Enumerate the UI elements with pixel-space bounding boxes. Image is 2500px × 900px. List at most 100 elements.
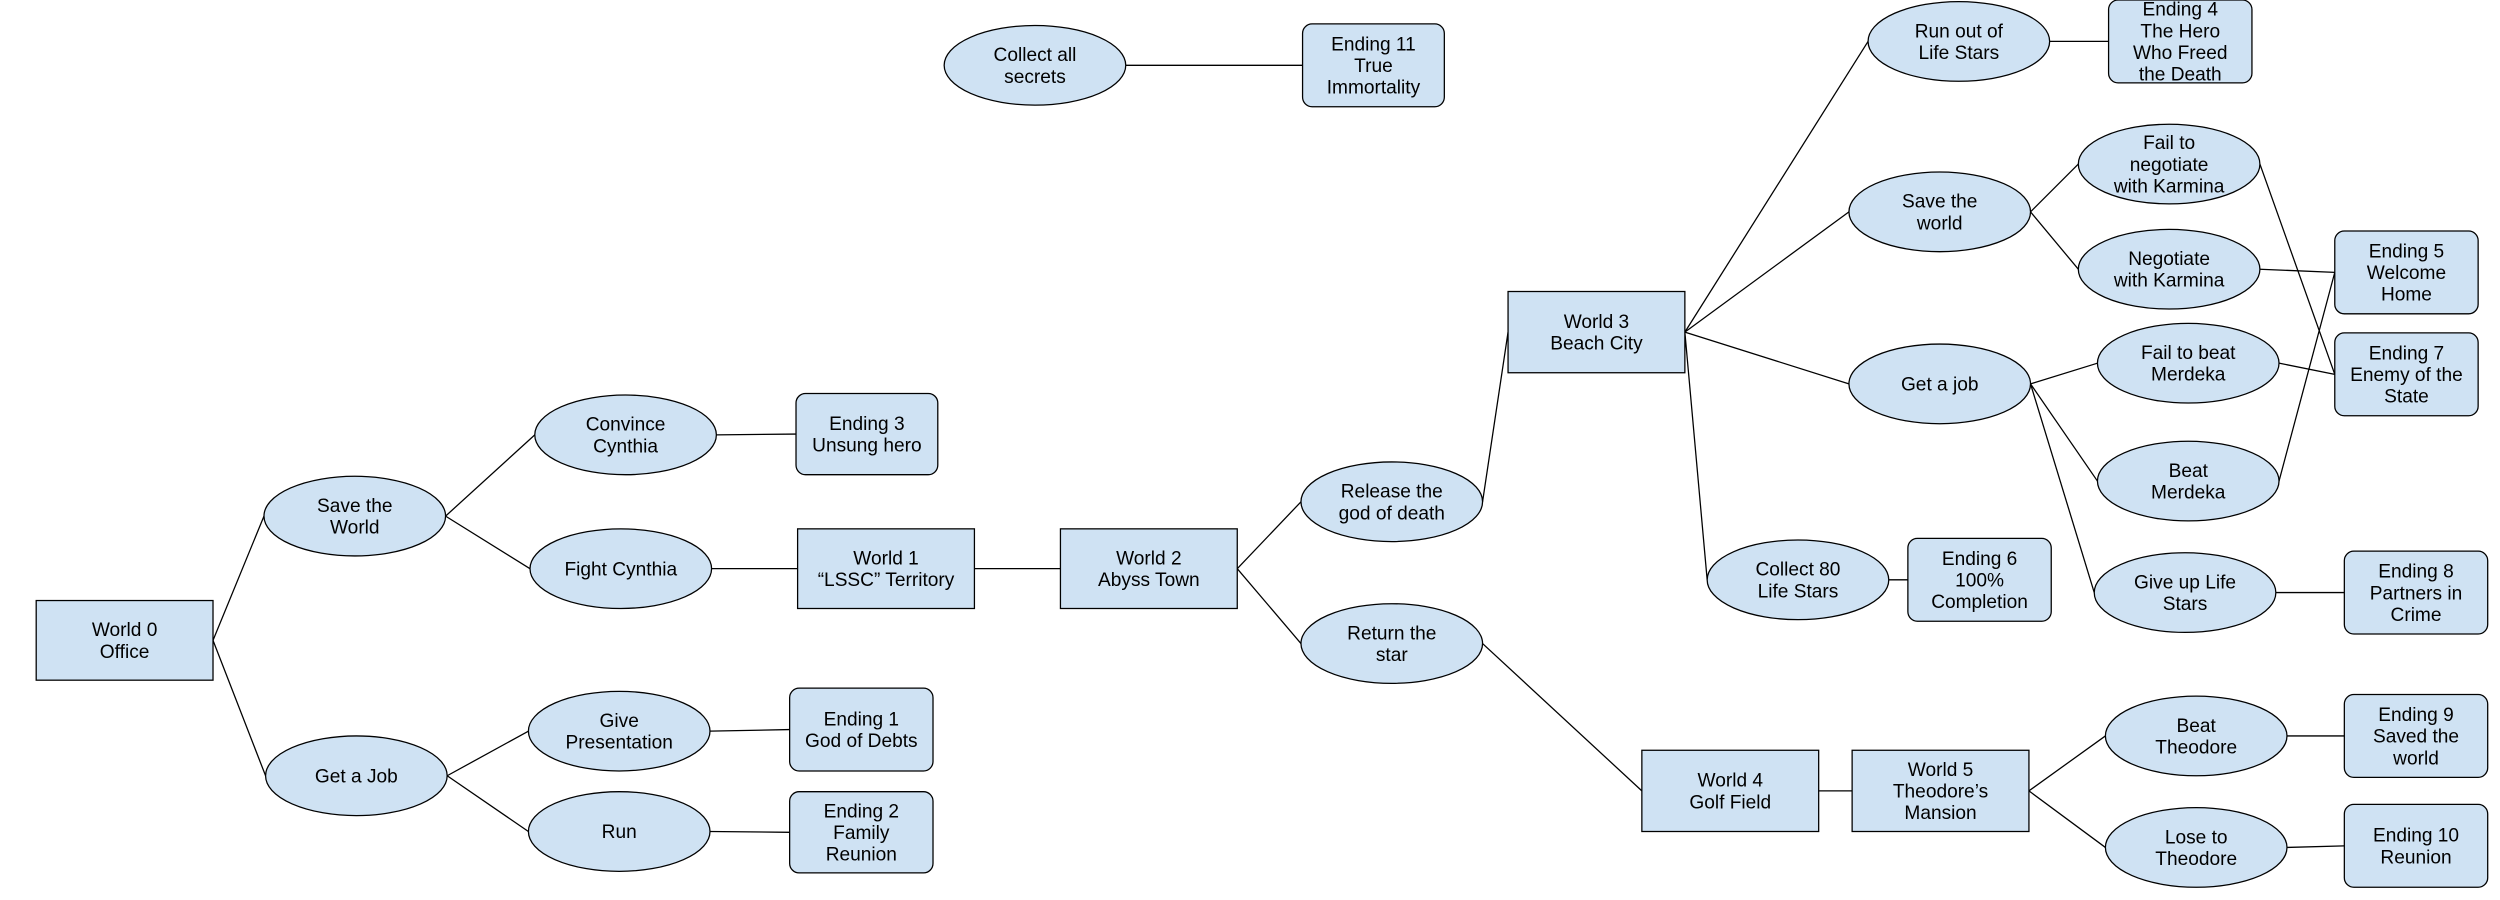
- node-label-line: Give up Life: [2134, 572, 2236, 593]
- node-label-line: Crime: [2391, 605, 2442, 626]
- node-label-line: Return the: [1347, 623, 1436, 644]
- node-label-line: Collect 80: [1755, 560, 1840, 581]
- connector-fail-merdeka-to-ending7: [2278, 362, 2335, 375]
- decision-ellipse: [534, 394, 718, 476]
- node-label-line: Immortality: [1327, 78, 1421, 99]
- node-label-line: True: [1354, 56, 1393, 77]
- node-label-line: Convince: [586, 415, 666, 436]
- node-fight[interactable]: Fight Cynthia: [529, 528, 713, 610]
- node-label-line: Theodore’s: [1893, 782, 1988, 803]
- decision-ellipse: [2077, 228, 2261, 310]
- connector-convince-to-ending3: [716, 433, 797, 436]
- connector-world5-to-beat-theodore: [2028, 735, 2106, 792]
- world-box: [1851, 749, 2030, 833]
- node-label-line: Collect all: [994, 45, 1077, 66]
- decision-ellipse: [943, 24, 1127, 106]
- ending-box: [795, 392, 939, 476]
- node-label-line: World 3: [1564, 312, 1630, 333]
- world-box: [796, 528, 976, 610]
- ending-box: [789, 687, 934, 772]
- ending-box: [2343, 550, 2489, 635]
- node-label-line: Cynthia: [593, 436, 658, 457]
- node-label-line: Ending 11: [1331, 34, 1416, 55]
- node-label-line: “LSSC” Territory: [818, 570, 955, 591]
- decision-ellipse: [264, 735, 448, 817]
- decision-ellipse: [1848, 343, 2032, 425]
- node-label-line: Unsung hero: [812, 436, 921, 457]
- node-label-line: World: [330, 518, 380, 539]
- connector-get-job-0-to-run: [446, 775, 529, 833]
- world-box: [1641, 749, 1820, 833]
- node-label-line: Fight Cynthia: [564, 559, 677, 580]
- ending-box: [789, 791, 934, 874]
- decision-ellipse: [2077, 123, 2261, 205]
- node-label-line: Ending 7: [2369, 343, 2444, 364]
- connector-get-job-3-to-give-up: [2029, 383, 2095, 593]
- ending-box: [2343, 803, 2489, 888]
- node-label-line: Life Stars: [1758, 581, 1839, 602]
- node-label-line: Beat: [2169, 461, 2209, 482]
- node-label-line: Run: [602, 822, 637, 843]
- decision-ellipse: [527, 690, 711, 772]
- node-label-line: Saved the: [2373, 727, 2459, 748]
- node-get-job-0[interactable]: Get a Job: [264, 735, 448, 817]
- ending-box: [2343, 693, 2489, 778]
- node-world1[interactable]: World 1“LSSC” Territory: [796, 528, 976, 610]
- node-label-line: Office: [100, 642, 150, 663]
- node-label: Run: [602, 822, 637, 843]
- node-get-job-3[interactable]: Get a job: [1848, 343, 2032, 425]
- node-run[interactable]: Run: [527, 791, 711, 872]
- connector-get-job-3-to-beat-merdeka: [2030, 383, 2098, 482]
- ending-box: [1907, 537, 2052, 622]
- decision-ellipse: [1867, 0, 2051, 82]
- node-label-line: Ending 9: [2378, 705, 2453, 726]
- node-label-line: World 0: [92, 620, 158, 641]
- connector-release-to-world3: [1481, 332, 1509, 502]
- node-label-line: god of death: [1339, 503, 1445, 524]
